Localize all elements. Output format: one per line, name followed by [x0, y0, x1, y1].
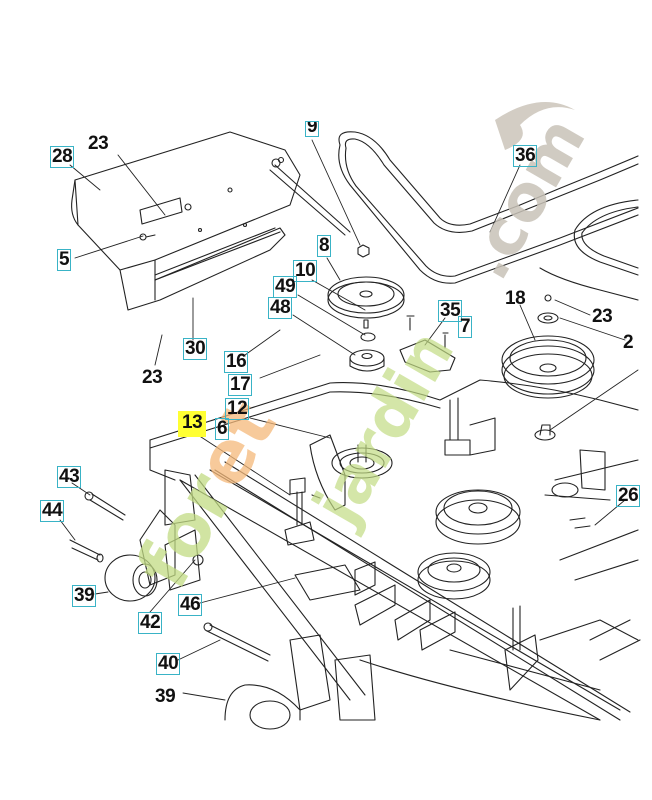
part-label-44[interactable]: 44	[40, 500, 65, 522]
part-label-26[interactable]: 26	[616, 485, 640, 507]
gauge-wheel-front	[104, 554, 158, 602]
part-label-9[interactable]: 9	[305, 121, 320, 137]
front-axle-tube	[139, 461, 631, 721]
part-label-40[interactable]: 40	[156, 653, 181, 675]
pulley-10	[327, 244, 405, 372]
part-label-46[interactable]: 46	[178, 594, 203, 616]
part-label-23[interactable]: 23	[142, 367, 163, 388]
part-label-16[interactable]: 16	[224, 351, 249, 373]
idler-bracket-35	[399, 315, 456, 373]
part-label-10[interactable]: 10	[293, 260, 318, 282]
watermark-graphic	[495, 102, 575, 150]
part-label-39[interactable]: 39	[72, 585, 97, 607]
gauge-wheel-rear	[224, 684, 301, 730]
part-label-42[interactable]: 42	[138, 612, 163, 634]
pulley-18	[501, 294, 595, 441]
drive-belt	[338, 131, 639, 301]
part-label-35[interactable]: 35	[438, 300, 463, 322]
part-label-30[interactable]: 30	[183, 338, 208, 360]
part-label-28[interactable]: 28	[50, 146, 75, 168]
part-label-36[interactable]: 36	[513, 145, 538, 167]
part-label-2[interactable]: 2	[623, 333, 634, 353]
part-label-13-highlighted[interactable]: 13	[178, 411, 207, 437]
pulley-lower-2	[417, 552, 491, 600]
part-label-5[interactable]: 5	[57, 249, 72, 271]
height-adjust-plates	[294, 561, 456, 651]
mower-deck	[149, 379, 641, 721]
pulley-lower-1	[435, 489, 521, 545]
pin-43	[84, 491, 126, 521]
pin-40	[203, 622, 271, 662]
idler-arm-right	[444, 397, 606, 691]
part-label-23[interactable]: 23	[88, 133, 109, 154]
part-label-49[interactable]: 49	[273, 276, 298, 298]
leader-lines	[59, 139, 639, 701]
part-label-39[interactable]: 39	[155, 686, 176, 707]
part-label-43[interactable]: 43	[57, 466, 82, 488]
part-label-18[interactable]: 18	[505, 288, 526, 309]
pin-44	[69, 539, 104, 563]
part-label-17[interactable]: 17	[228, 374, 253, 396]
part-label-23[interactable]: 23	[592, 306, 613, 327]
part-label-12[interactable]: 12	[225, 398, 250, 420]
part-label-6[interactable]: 6	[215, 418, 230, 440]
spindle-assembly	[284, 434, 393, 546]
part-label-7[interactable]: 7	[458, 316, 473, 338]
part-label-48[interactable]: 48	[268, 297, 293, 319]
belt-cover	[71, 131, 351, 311]
part-label-8[interactable]: 8	[317, 235, 332, 257]
